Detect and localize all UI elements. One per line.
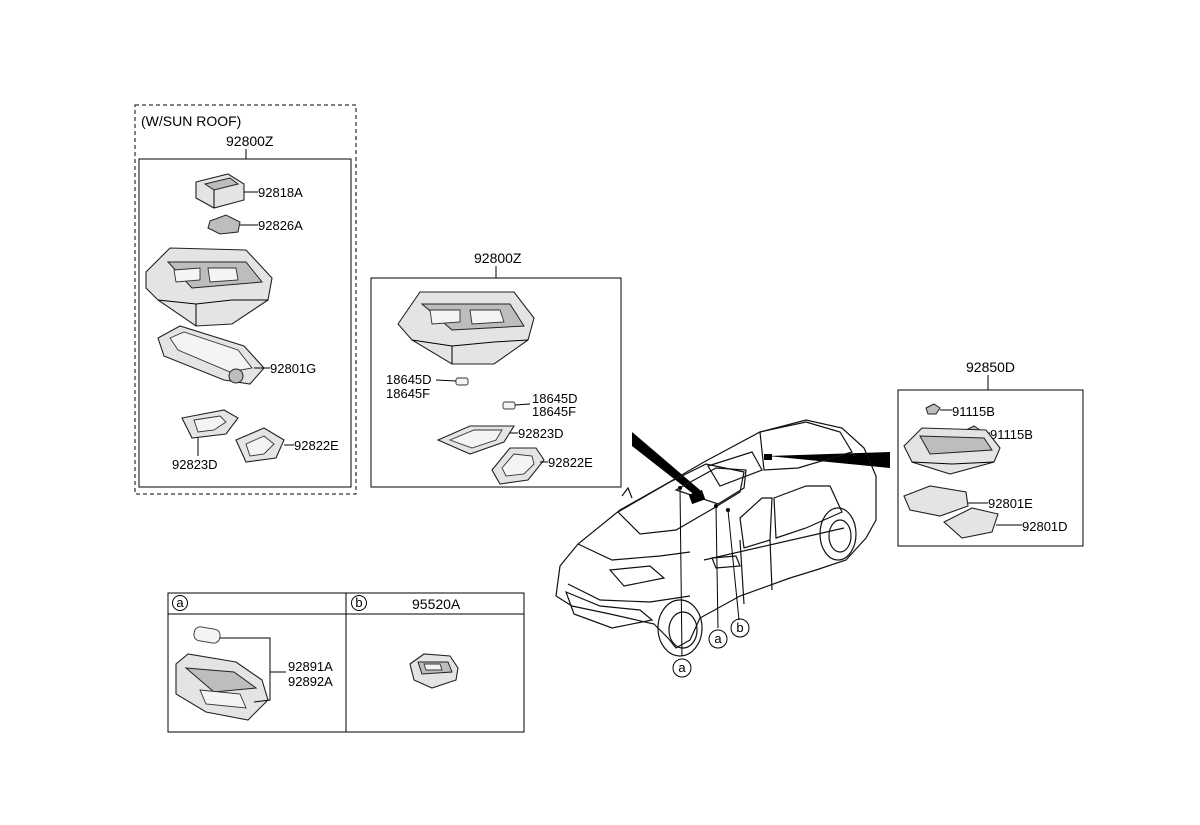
part-label-92801d: 92801D — [1022, 519, 1068, 534]
part-label-18645d-right: 18645D — [532, 391, 578, 406]
callout-a1-leader — [679, 487, 683, 657]
detail-a-bracket — [220, 637, 271, 703]
front-lamp-mark — [688, 489, 706, 505]
callout-b-circle — [730, 618, 750, 638]
part-label-92822e-left: 92822E — [294, 438, 339, 453]
detail-table: a b 95520A 92891A 92892A — [167, 592, 525, 733]
center-frame — [370, 277, 622, 488]
part-label-92822e-center: 92822E — [548, 455, 593, 470]
tray-92801g-part — [157, 325, 265, 385]
callout-a2-text: a — [714, 631, 722, 646]
sunroof-condition-label: (W/SUN ROOF) — [141, 113, 241, 129]
rear-frame — [897, 389, 1084, 547]
part-label-18645f-right: 18645F — [532, 404, 576, 419]
detail-b-marker: b — [355, 595, 362, 610]
callout-a2-leader — [715, 505, 719, 629]
detail-a-bulb-part — [193, 626, 221, 644]
switch-92818a-part — [195, 173, 245, 209]
leader-bulb-left — [435, 379, 457, 382]
clip-91115b-upper-part — [925, 403, 941, 415]
lens-92801d-part — [943, 507, 999, 539]
detail-b-header: 95520A — [412, 596, 461, 612]
part-label-92891a: 92891A — [288, 659, 333, 674]
center-group: 92800Z 18645D 18645F 18645D 18645F — [370, 250, 622, 488]
bezel-92823d-part — [181, 409, 239, 439]
part-label-18645d-left: 18645D — [386, 372, 432, 387]
switch-92826a-part — [207, 214, 241, 235]
part-label-92823d-left: 92823D — [172, 457, 218, 472]
sunroof-dashed-frame — [134, 104, 357, 495]
room-lamp-housing — [903, 427, 1001, 475]
callout-a1-circle — [672, 658, 692, 678]
bezel-92823d-center-part — [436, 425, 515, 455]
part-label-92801e: 92801E — [988, 496, 1033, 511]
lens-92801e-part — [903, 485, 969, 517]
sunroof-assembly-label: 92800Z — [226, 133, 274, 149]
detail-b-connector-part — [409, 653, 459, 689]
callout-a2-circle — [708, 629, 728, 649]
callout-b-text: b — [736, 620, 743, 635]
rear-assembly-label: 92850D — [966, 359, 1015, 375]
callout-b-leader — [727, 509, 740, 621]
lens-92822e-center-part — [491, 447, 545, 485]
part-label-92818a: 92818A — [258, 185, 303, 200]
detail-a-lamp-part — [175, 653, 269, 721]
rear-lamp-mark — [764, 454, 772, 460]
overhead-console-housing — [145, 247, 273, 327]
sunroof-group: (W/SUN ROOF) 92800Z 92818A 92826A — [134, 104, 357, 495]
part-label-18645f-left: 18645F — [386, 386, 430, 401]
part-label-91115b-lower: 91115B — [990, 427, 1033, 442]
leader-bulb-right — [514, 403, 531, 406]
pointer-band-front — [632, 432, 700, 496]
part-label-92826a: 92826A — [258, 218, 303, 233]
part-label-91115b-upper: 91115B — [952, 404, 995, 419]
rear-wheel — [819, 507, 857, 561]
detail-a-marker-circle — [172, 595, 188, 611]
bulb-left-part — [455, 377, 469, 386]
detail-b-marker-circle — [351, 595, 367, 611]
pointer-band-rear — [768, 452, 890, 468]
center-assembly-label: 92800Z — [474, 250, 522, 266]
rear-group: 92850D 91115B 91115B 92801E 92801D — [897, 359, 1084, 547]
part-label-92801g: 92801G — [270, 361, 316, 376]
bulb-right-part — [502, 401, 516, 410]
callout-a1-text: a — [678, 660, 686, 675]
part-label-92892a: 92892A — [288, 674, 333, 689]
sunroof-inner-frame — [138, 158, 352, 488]
car-illustration: a a b — [555, 419, 890, 678]
detail-a-marker: a — [176, 595, 184, 610]
lens-92822e-part — [235, 427, 285, 463]
part-label-92823d-center: 92823D — [518, 426, 564, 441]
front-wheel — [657, 599, 703, 657]
center-console-housing — [397, 291, 535, 365]
